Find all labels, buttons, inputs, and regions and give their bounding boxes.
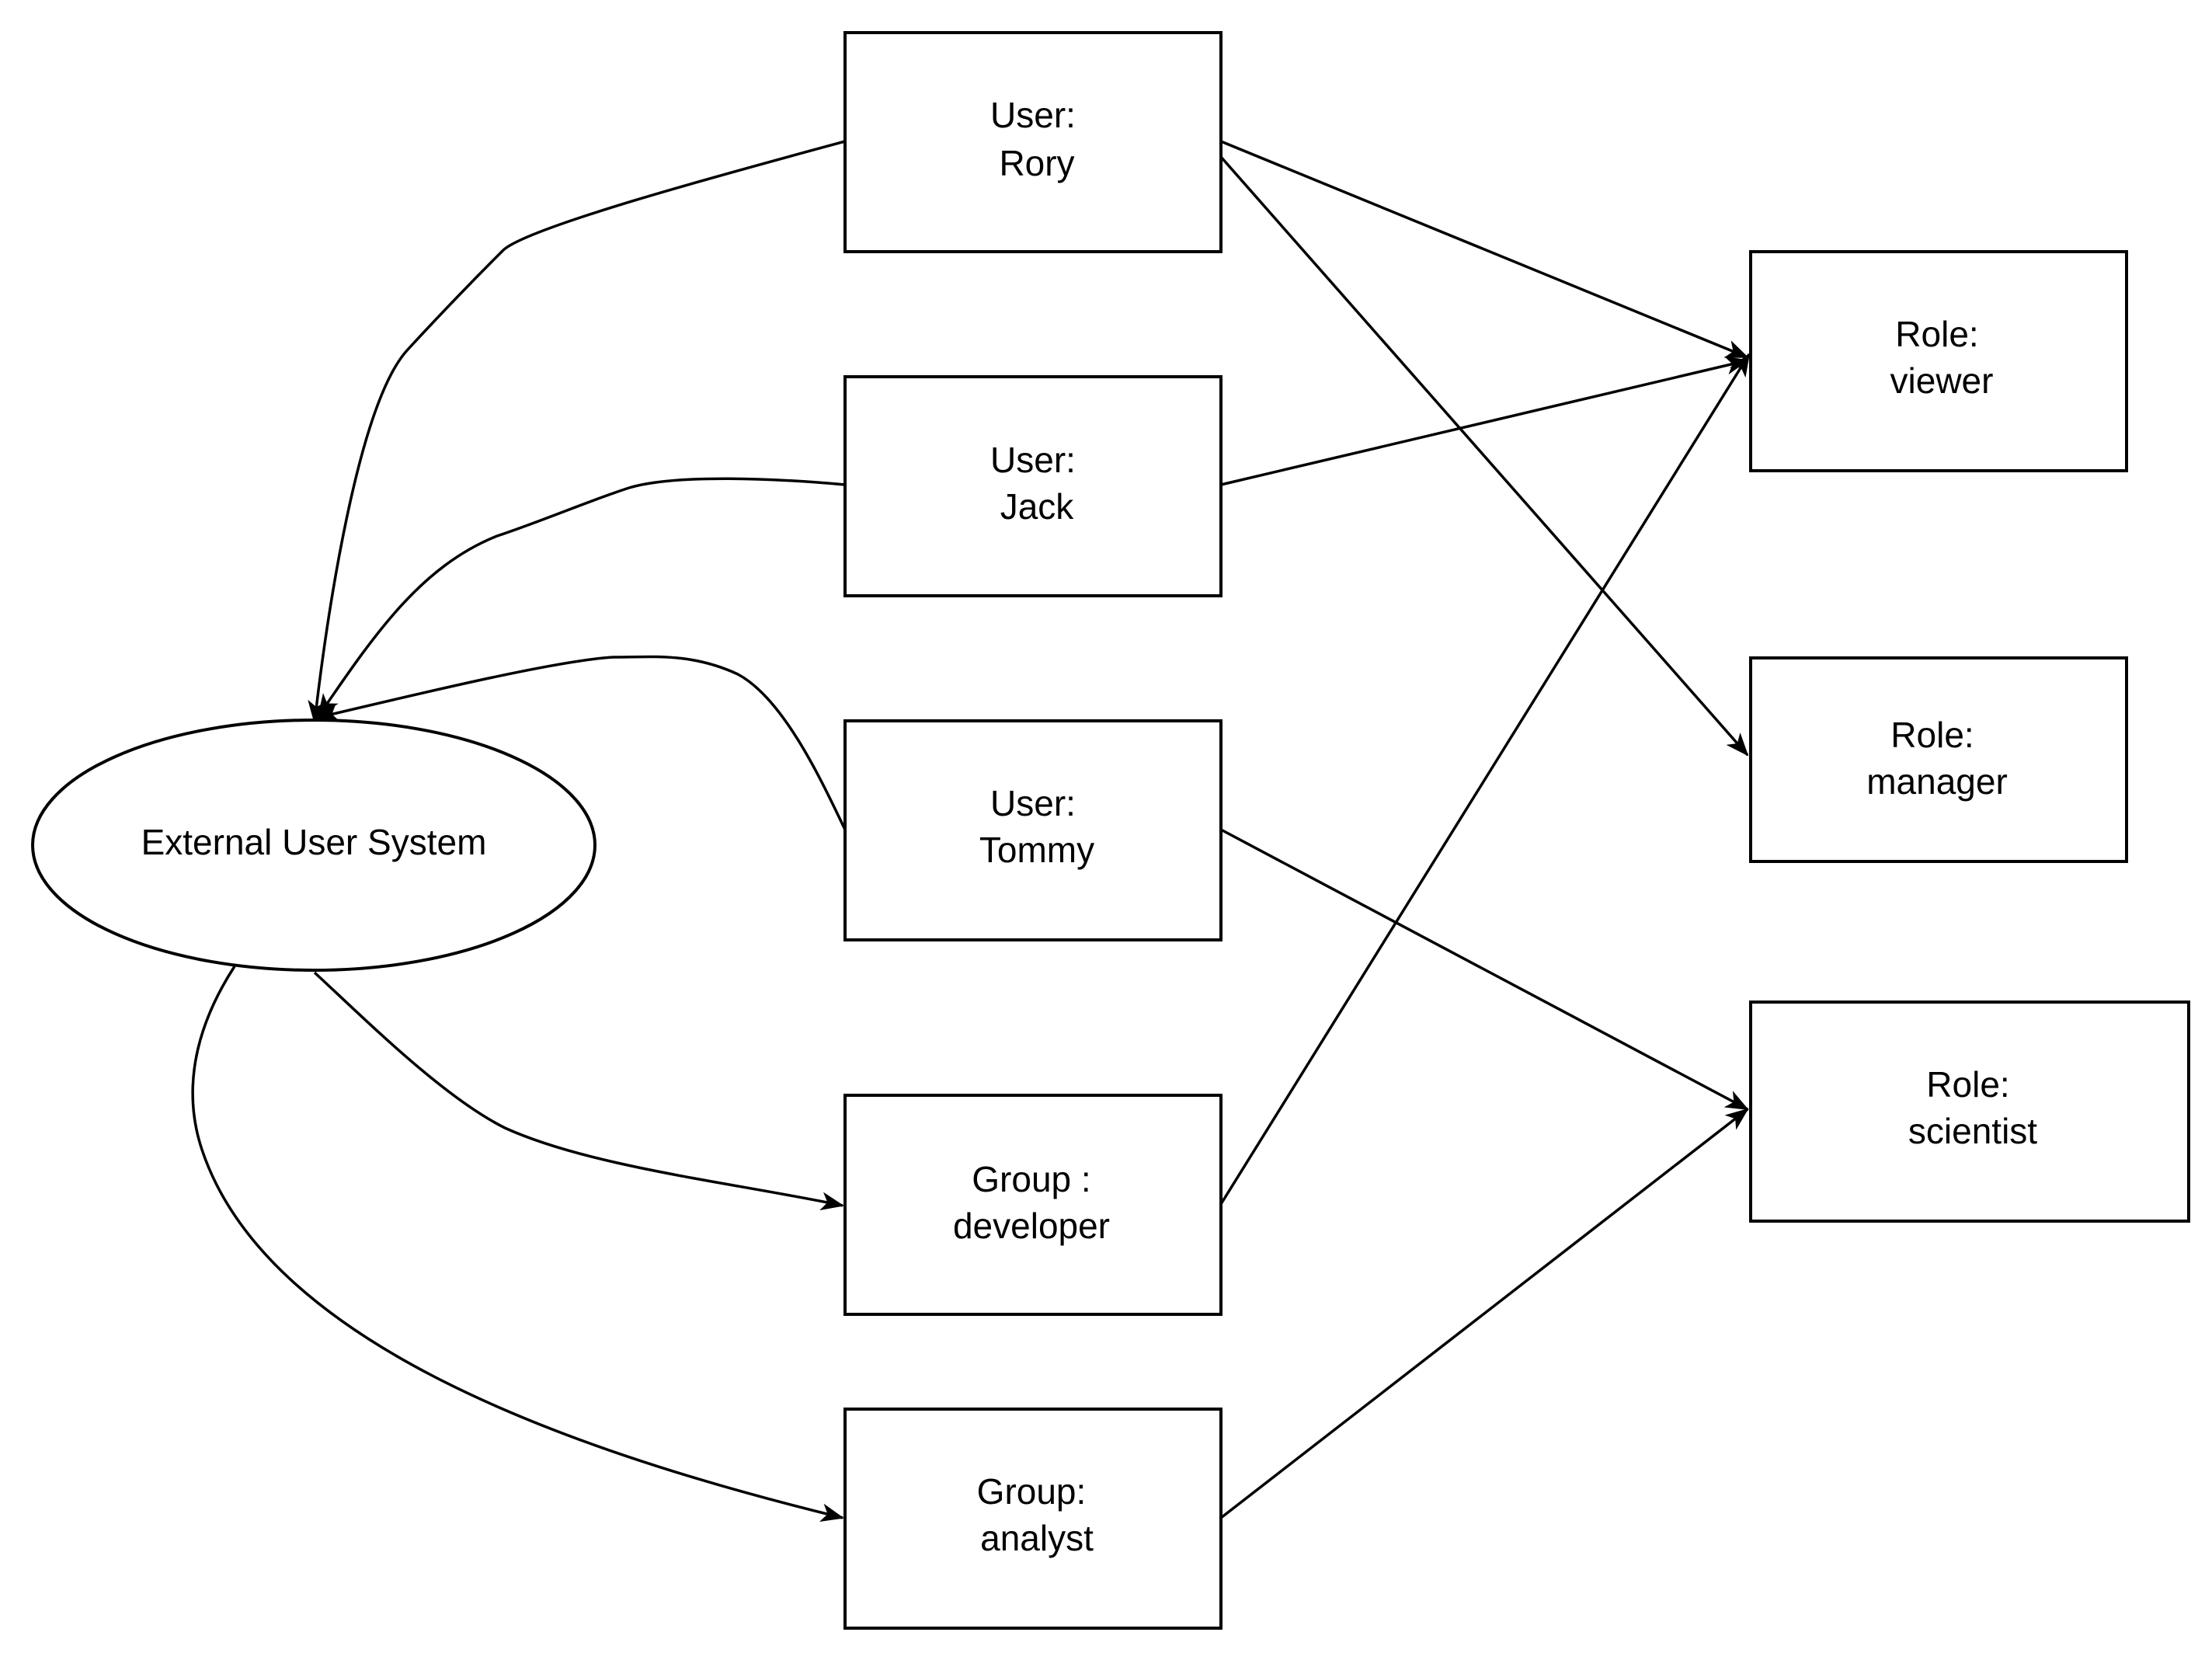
role-viewer-line2: viewer [1890,360,1994,401]
node-external-user-system: External User System [31,719,596,972]
group-developer-box [843,1094,1223,1316]
edge-tommy-to-external [315,655,847,830]
edge-rory-to-manager [1219,155,1749,757]
user-tommy-line2: Tommy [979,830,1094,870]
edges [191,140,1751,1522]
user-tommy-line1: User: [990,783,1076,823]
edge-external-to-analyst [191,966,844,1522]
user-rory-box [843,31,1223,253]
edge-rory-to-viewer [1220,140,1749,359]
edge-developer-to-viewer [1219,353,1751,1205]
role-viewer-box [1749,250,2128,472]
user-jack-box [843,375,1223,597]
edge-analyst-to-scientist [1219,1108,1749,1519]
edge-jack-to-external [317,477,846,718]
node-group-developer: Group : developer [843,1094,1223,1316]
user-tommy-box [843,719,1223,941]
group-developer-line1: Group : [972,1159,1090,1199]
external-system-label: External User System [141,822,487,862]
role-scientist-box [1749,1000,2190,1223]
group-analyst-line2: analyst [980,1518,1094,1558]
edge-jack-to-viewer [1220,356,1749,486]
user-jack-line1: User: [990,440,1076,480]
role-viewer-line1: Role: [1895,314,1978,354]
role-scientist-line1: Role: [1926,1064,2009,1105]
external-system-ellipse [31,719,596,972]
edge-external-to-developer [313,971,844,1211]
role-manager-line1: Role: [1890,715,1974,755]
role-manager-box [1749,656,2128,863]
edge-tommy-to-scientist [1220,828,1749,1111]
node-role-scientist: Role: scientist [1749,1000,2190,1223]
node-role-viewer: Role: viewer [1749,250,2128,472]
group-analyst-box [843,1408,1223,1630]
user-rory-line2: Rory [999,143,1074,183]
node-user-tommy: User: Tommy [843,719,1223,941]
user-jack-line2: Jack [1000,486,1075,527]
node-group-analyst: Group: analyst [843,1408,1223,1630]
role-manager-line2: manager [1866,761,2008,802]
edge-rory-to-external [308,140,846,724]
node-user-rory: User: Rory [843,31,1223,253]
user-rory-line1: User: [990,95,1076,135]
group-analyst-line1: Group: [977,1471,1087,1512]
role-scientist-line2: scientist [1908,1111,2037,1151]
group-developer-line2: developer [953,1206,1110,1246]
node-user-jack: User: Jack [843,375,1223,597]
node-role-manager: Role: manager [1749,656,2128,863]
